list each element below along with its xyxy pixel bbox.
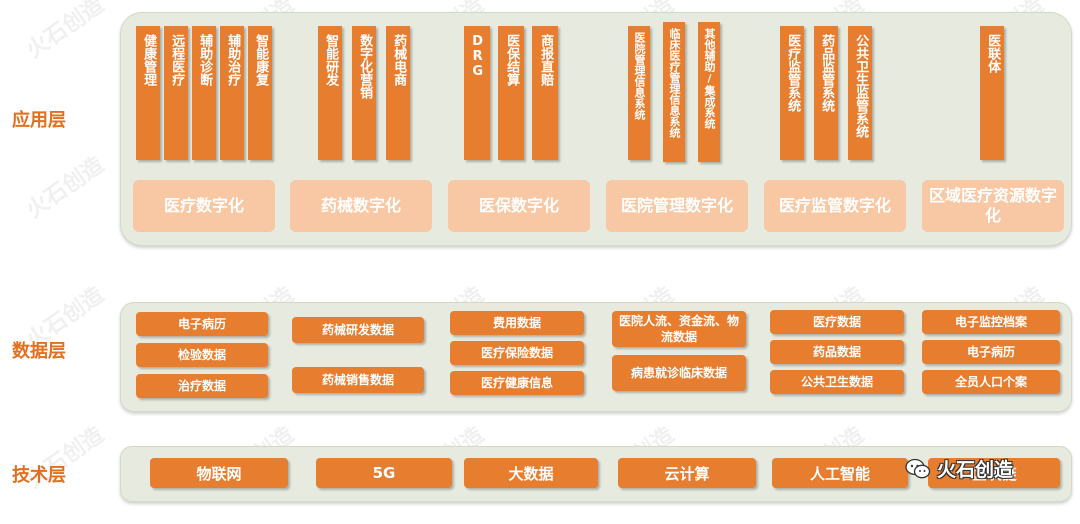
category-drug-device: 药械数字化 (290, 180, 432, 232)
data-item: 治疗数据 (136, 374, 268, 398)
tech-item: 大数据 (464, 458, 598, 488)
app-item: 医疗监管系统 (780, 26, 804, 160)
data-item: 医疗健康信息 (450, 371, 584, 395)
data-item: 全员人口个案 (922, 370, 1060, 394)
data-item: 电子病历 (136, 312, 268, 336)
category-regional-resources: 区域医疗资源数字化 (922, 180, 1064, 232)
data-layer-panel (120, 302, 1072, 412)
application-layer-panel (120, 12, 1072, 246)
app-item: 医院管理信息系统 (628, 26, 650, 160)
app-item: 辅助诊断 (192, 26, 216, 160)
app-item: 数字化营销 (352, 26, 376, 160)
data-item: 医疗数据 (770, 310, 904, 334)
category-insurance: 医保数字化 (448, 180, 590, 232)
data-item: 医院人流、资金流、物流数据 (612, 311, 746, 347)
category-medical: 医疗数字化 (133, 180, 275, 232)
app-item: 商报直赔 (532, 26, 558, 160)
tech-item: 5G (316, 458, 452, 488)
watermark-text: 火石创造 (22, 152, 109, 224)
category-medical-supervision: 医疗监管数字化 (764, 180, 906, 232)
data-item: 电子监控档案 (922, 310, 1060, 334)
app-item: 智能研发 (318, 26, 342, 160)
data-item: 药械销售数据 (292, 367, 424, 393)
data-item: 费用数据 (450, 311, 584, 335)
layer-label-application: 应用层 (12, 110, 66, 131)
app-item: 医保结算 (498, 26, 524, 160)
app-item: 健康管理 (136, 26, 160, 160)
app-item: 其他辅助/集成系统 (698, 22, 720, 162)
data-item: 医疗保险数据 (450, 341, 584, 365)
app-item: 药械电商 (386, 26, 410, 160)
app-item: 医联体 (980, 26, 1004, 160)
layer-label-data: 数据层 (12, 341, 66, 362)
data-item: 公共卫生数据 (770, 370, 904, 394)
data-item: 药品数据 (770, 340, 904, 364)
wechat-icon (905, 458, 931, 480)
category-hospital-mgmt: 医院管理数字化 (606, 180, 748, 232)
app-item: 智能康复 (248, 26, 272, 160)
app-item: 药品监管系统 (814, 26, 838, 160)
data-item: 药械研发数据 (292, 317, 424, 343)
tech-item: 云计算 (618, 458, 756, 488)
data-item: 电子病历 (922, 340, 1060, 364)
layer-label-technology: 技术层 (12, 465, 66, 486)
watermark-text: 火石创造 (22, 0, 109, 64)
tech-item: 人工智能 (772, 458, 908, 488)
brand-logo: 火石创造 (905, 455, 1013, 482)
app-item: 远程医疗 (164, 26, 188, 160)
tech-item: 物联网 (150, 458, 288, 488)
logo-text: 火石创造 (937, 459, 1014, 481)
tech-item: 区块链 (928, 458, 1060, 488)
app-item: 临床医疗管理信息系统 (663, 22, 685, 162)
data-item: 检验数据 (136, 343, 268, 367)
app-item: DRG (464, 26, 490, 160)
data-item: 病患就诊临床数据 (612, 355, 746, 391)
app-item: 辅助治疗 (220, 26, 244, 160)
app-item: 公共卫生监管系统 (848, 26, 872, 160)
